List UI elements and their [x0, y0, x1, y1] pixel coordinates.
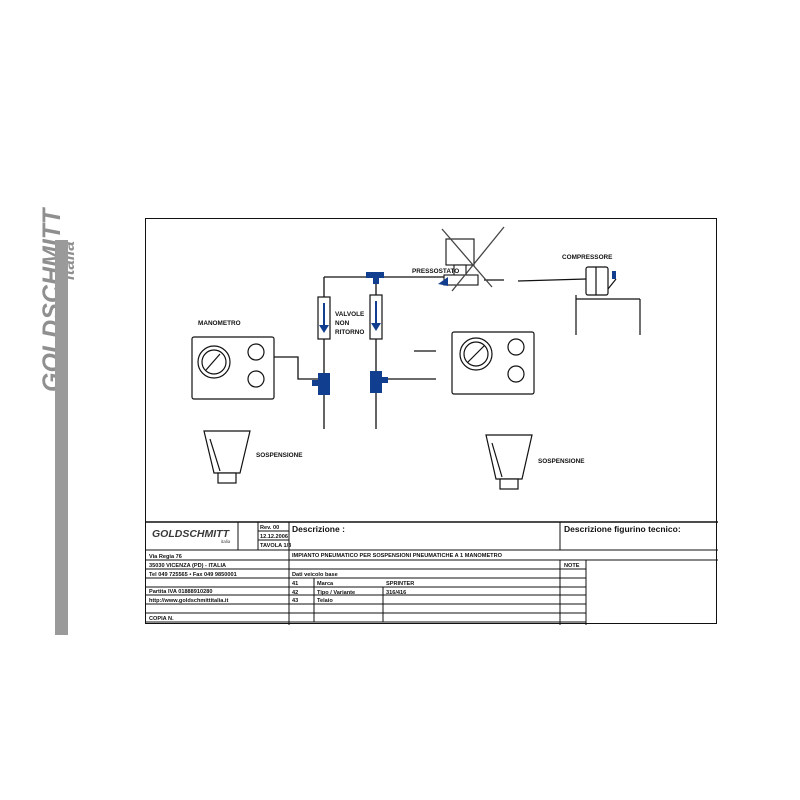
rev-date: 12.12.2006	[260, 534, 288, 540]
suspension-right	[485, 434, 533, 490]
pipe-to-manometer-left	[274, 356, 324, 380]
row-code-43: 43	[292, 598, 298, 604]
pneumatic-diagram: PRESSOSTATO COMPRESSORE MANOMETRO VALVOL…	[146, 226, 718, 625]
row-code-42: 42	[292, 590, 298, 596]
title-block	[146, 521, 718, 625]
compressor	[575, 266, 641, 335]
row-label-tipo: Tipo / Variante	[317, 590, 355, 596]
tee-right	[370, 371, 382, 393]
label-manometro: MANOMETRO	[198, 320, 241, 327]
label-non: NON	[335, 320, 350, 327]
label-valvole: VALVOLE	[335, 311, 365, 318]
city: 35030 VICENZA (PD) - ITALIA	[149, 563, 226, 569]
row-label-telaio: Telaio	[317, 598, 333, 604]
row-value-tipo: 316/416	[386, 590, 406, 596]
check-valve-left	[317, 296, 331, 340]
address: Via Regia 76	[149, 554, 182, 560]
label-compressore: COMPRESSORE	[562, 254, 613, 261]
pipe-to-compressor	[517, 278, 587, 282]
technical-sheet: PRESSOSTATO COMPRESSORE MANOMETRO VALVOL…	[145, 218, 718, 625]
suspension-left	[203, 430, 251, 484]
copia: COPIA N.	[149, 616, 174, 622]
title-block-logo-sub: italia	[221, 539, 231, 544]
row-value-marca: SPRINTER	[386, 581, 414, 587]
tavola: TAVOLA 1/3	[260, 543, 291, 549]
row-code-41: 41	[292, 581, 298, 587]
descrizione-figurino-label: Descrizione figurino tecnico:	[564, 524, 681, 534]
website: http://www.goldschmittitalia.it	[149, 598, 228, 604]
manometer-left	[191, 336, 275, 400]
label-sospensione-right: SOSPENSIONE	[538, 458, 585, 465]
pressure-switch-connector	[438, 277, 448, 286]
tel-fax: Tel 049 725565 • Fax 049 9850001	[149, 572, 237, 578]
dati-veicolo: Dati veicolo base	[292, 572, 338, 578]
check-valve-right	[369, 294, 383, 340]
pipe-top	[324, 276, 504, 281]
side-decor-bar	[55, 240, 68, 635]
rev-number: Rev. 00	[260, 525, 279, 531]
note-label: NOTE	[564, 563, 580, 569]
partita-iva: Partita IVA 01888910280	[149, 589, 212, 595]
descrizione-text: IMPIANTO PNEUMATICO PER SOSPENSIONI PNEU…	[292, 553, 503, 559]
pressure-switch	[441, 226, 505, 292]
row-label-marca: Marca	[317, 581, 334, 587]
descrizione-label: Descrizione :	[292, 524, 345, 534]
tee-left	[318, 373, 330, 395]
label-ritorno: RITORNO	[335, 329, 364, 336]
manometer-right	[451, 331, 535, 395]
label-pressostato: PRESSOSTATO	[412, 268, 459, 275]
label-sospensione-left: SOSPENSIONE	[256, 452, 303, 459]
title-block-logo: GOLDSCHMITT	[152, 528, 231, 540]
pipe-to-manometer-right	[376, 350, 436, 380]
